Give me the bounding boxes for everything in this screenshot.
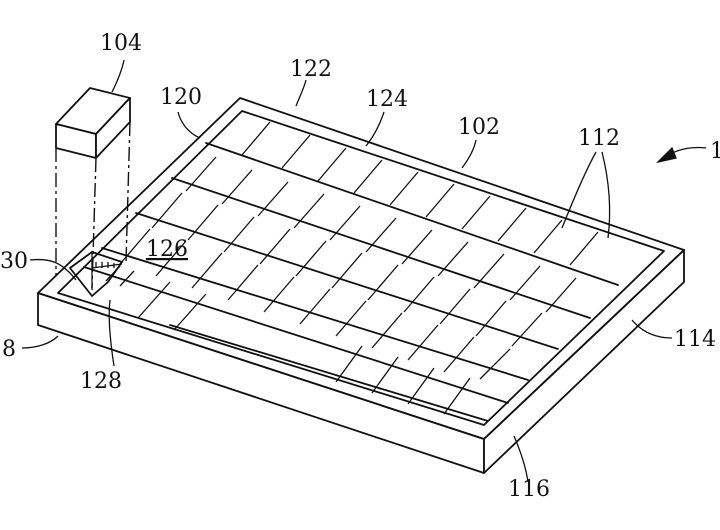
labels: 104 122 120 124 102 112 126 30 128 8 114… [0, 31, 720, 502]
label-124: 124 [366, 87, 408, 112]
label-114: 114 [674, 327, 716, 352]
leader-102 [461, 139, 477, 169]
arrow-100-head [655, 146, 677, 164]
label-122: 122 [290, 57, 332, 82]
leader-124 [365, 111, 385, 147]
leader-112a [561, 151, 597, 229]
row-divider-2 [171, 177, 591, 319]
label-128: 128 [80, 369, 122, 394]
projection-3 [125, 121, 131, 263]
row-divider-3 [135, 212, 559, 350]
leader-104 [111, 59, 125, 93]
projection-2 [91, 157, 97, 289]
leader-118 [21, 335, 59, 349]
tray [37, 97, 685, 474]
tray-right-face [483, 249, 685, 474]
leader-128 [108, 299, 115, 367]
pocket-outline [69, 251, 123, 297]
label-112: 112 [578, 126, 620, 151]
label-102: 102 [458, 115, 500, 140]
row-divider-5 [83, 266, 509, 404]
label-118: 8 [2, 337, 16, 362]
label-116: 116 [508, 477, 550, 502]
label-126: 126 [146, 237, 188, 262]
label-104: 104 [100, 31, 142, 56]
leader-114 [631, 319, 673, 339]
tray-rim-outer [37, 97, 685, 440]
label-120: 120 [160, 85, 202, 110]
leader-122 [295, 79, 307, 107]
leader-120 [177, 111, 201, 139]
leader-116 [513, 435, 529, 483]
tray-rim-inner [57, 110, 665, 426]
label-130: 30 [0, 249, 28, 274]
row-divider-4 [101, 247, 529, 381]
row-divider-1 [205, 142, 619, 286]
key-grid [83, 121, 619, 422]
spacebar-bottom [169, 324, 489, 422]
key-separators [105, 121, 599, 415]
label-100: 1 [710, 139, 720, 164]
keycap-104 [55, 87, 131, 289]
leader-130 [29, 258, 77, 281]
leader-112b [601, 151, 611, 239]
leaders [21, 59, 707, 483]
